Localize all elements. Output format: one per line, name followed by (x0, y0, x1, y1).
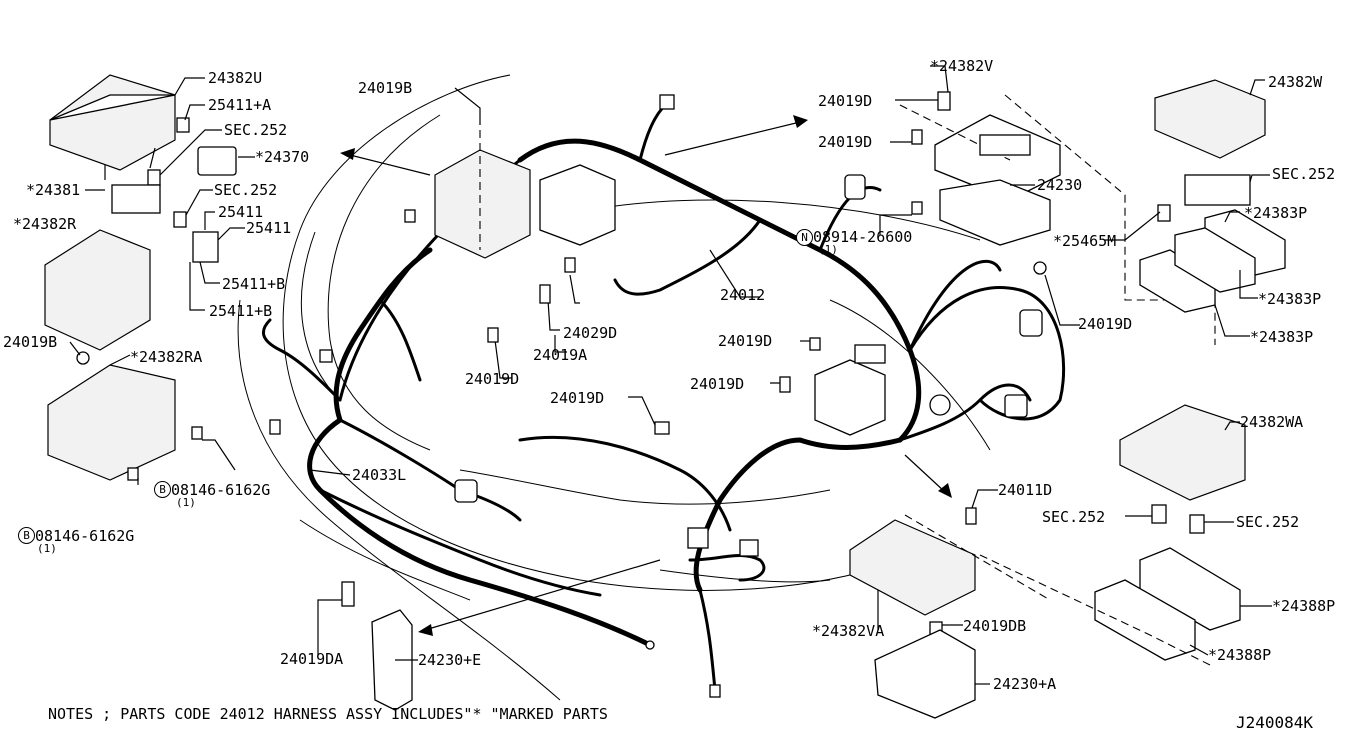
label-24012: 24012 (720, 286, 766, 304)
label-25411-1: 25411 (218, 203, 264, 221)
label-24381: *24381 (26, 181, 81, 199)
diagram-code: J240084K (1236, 713, 1314, 732)
label-24370: *24370 (255, 148, 310, 166)
leader-lines (69, 65, 1272, 685)
label-sec252-c: SEC.252 (1272, 165, 1336, 183)
bolt-marker-b-1: B (154, 481, 171, 498)
label-qty-a: (1) (176, 496, 196, 509)
label-24382V: *24382V (930, 57, 994, 75)
label-24019D-right: 24019D (1078, 315, 1133, 333)
label-qty-c: (1) (818, 243, 838, 256)
label-24382VA: *24382VA (812, 622, 885, 640)
body-outline (237, 74, 991, 701)
center-relay-box (434, 149, 886, 436)
label-24029D: 24029D (563, 324, 618, 342)
notes-text: NOTES ; PARTS CODE 24012 HARNESS ASSY IN… (48, 705, 608, 723)
label-24019D-upper: 24019D (818, 92, 873, 110)
label-nut: 08914-26600 (813, 228, 913, 246)
label-24019A: 24019A (533, 346, 588, 364)
label-24019D-mid-3: 24019D (550, 389, 605, 407)
label-24383P-3: *24383P (1250, 328, 1314, 346)
label-24019D-center: 24019D (465, 370, 520, 388)
label-24383P-1: *24383P (1244, 204, 1308, 222)
connectors (269, 94, 1043, 698)
label-24033L: 24033L (352, 466, 407, 484)
label-24019D-mid-1: 24019D (718, 332, 773, 350)
label-24019D-mid-2: 24019D (690, 375, 745, 393)
left-parts (44, 74, 237, 481)
label-24019DB: 24019DB (963, 617, 1027, 635)
label-24230-A: 24230+A (993, 675, 1057, 693)
label-sec252-d: SEC.252 (1042, 508, 1106, 526)
label-24230: 24230 (1037, 176, 1083, 194)
label-bolt-b: 08146-6162G (35, 527, 135, 545)
left-bottom-bracket (341, 581, 413, 711)
label-24382R: *24382R (13, 215, 77, 233)
bolt-marker-b-2: B (18, 527, 35, 544)
label-24382WA: 24382WA (1240, 413, 1304, 431)
label-24382RA: *24382RA (130, 348, 203, 366)
label-24019B-top: 24019B (358, 79, 413, 97)
nut-marker-n: N (796, 229, 813, 246)
label-25411-B-2: 25411+B (209, 302, 273, 320)
label-24388P-1: *24388P (1272, 597, 1336, 615)
right-fuse-block-top (1139, 79, 1286, 313)
label-24383P-2: *24383P (1258, 290, 1322, 308)
label-24019B-left: 24019B (3, 333, 58, 351)
label-qty-b: (1) (37, 542, 57, 555)
label-24019DA: 24019DA (280, 650, 344, 668)
label-24019D-upper-2: 24019D (818, 133, 873, 151)
label-25411-B-1: 25411+B (222, 275, 286, 293)
label-24382W: 24382W (1268, 73, 1323, 91)
label-25411-A: 25411+A (208, 96, 272, 114)
label-24388P-2: *24388P (1208, 646, 1272, 664)
right-bottom-box (849, 507, 1051, 719)
arrows (340, 115, 952, 636)
label-25465M: *25465M (1053, 232, 1117, 250)
label-24011D: 24011D (998, 481, 1053, 499)
label-sec252-b: SEC.252 (214, 181, 278, 199)
label-sec252-e: SEC.252 (1236, 513, 1300, 531)
label-bolt-a: 08146-6162G (171, 481, 271, 499)
label-sec252-a: SEC.252 (224, 121, 288, 139)
label-24382U: 24382U (208, 69, 263, 87)
right-fuse-block-mid (979, 404, 1246, 666)
label-24230-E: 24230+E (418, 651, 482, 669)
label-25411-2: 25411 (246, 219, 292, 237)
